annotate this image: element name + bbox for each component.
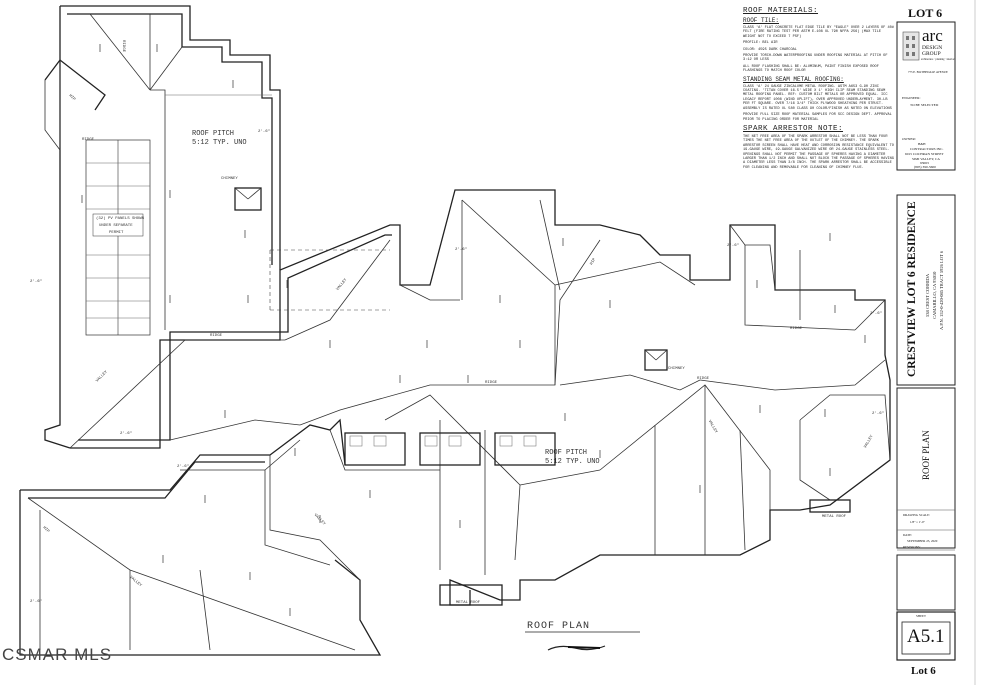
roof-pitch-label-2: ROOF PITCH	[545, 449, 588, 457]
ridge-label: RIDGE	[697, 377, 710, 381]
pv-panel-note-2: UNDER SEPARATE	[99, 224, 133, 228]
roof-profile-text: PROFILE: BEL AIR	[743, 41, 778, 46]
pv-panel-note-1: (32) PV PANELS SHOWN	[96, 217, 145, 221]
owner-line: 93063	[920, 161, 929, 165]
slope-arrows	[81, 44, 866, 616]
chimney-label-2: CHIMNEY	[668, 367, 685, 371]
revisions-label: REVISIONS:	[903, 545, 921, 549]
overhang-dim: 2'-6"	[177, 465, 190, 469]
standing-seam-text: CLASS 'A' 24 GAUGE ZINCALUME METAL ROOFI…	[743, 84, 892, 111]
arc-logo-mark	[902, 31, 920, 61]
firm-name-1: DESIGN	[922, 45, 943, 51]
overhang-dim: 2'-6"	[872, 412, 885, 416]
roof-tile-text: CLASS 'A' FLAT CONCRETE FLAT EDGE TILE B…	[743, 26, 894, 39]
owner-line: (805) 390-5600	[914, 165, 936, 169]
date-value: SEPTEMBER 23, 2020	[907, 539, 938, 543]
overhang-dim: 2'-6"	[30, 600, 43, 604]
drawing-scale-label: DRAWING SCALE:	[903, 513, 930, 517]
project-address-2: CAMARILLO, CA 93010	[932, 271, 937, 319]
ridge-label: RIDGE	[121, 39, 126, 53]
overhang-dim: 2'-6"	[455, 248, 468, 252]
overhang-dim: 2'-6"	[727, 244, 740, 248]
project-name: CRESTVIEW LOT 6 RESIDENCE	[906, 201, 918, 377]
pv-panel-note-3: PERMIT	[109, 231, 124, 235]
mls-watermark: CSMAR MLS	[2, 645, 113, 664]
date-label: DATE:	[903, 533, 913, 537]
owner-label: OWNER:	[902, 137, 916, 141]
lot-label-bottom: Lot 6	[911, 665, 936, 677]
roof-pitch-value: 5:12 TYP. UNO	[192, 139, 247, 147]
spark-arrestor-text: THE NET FREE AREA OF THE SPARK ARRESTOR …	[743, 134, 894, 170]
owner-line: 6015 COCHRAN STREET	[905, 152, 944, 156]
firm-name-2: GROUP	[922, 51, 941, 57]
sheet-title: ROOF PLAN	[921, 430, 931, 480]
engineer-value: TO BE SELECTED	[910, 103, 939, 107]
roof-tile-heading: ROOF TILE:	[743, 17, 780, 24]
roof-pitch-label: ROOF PITCH	[192, 130, 235, 138]
metal-roof-label-2: METAL ROOF	[822, 515, 847, 519]
owner-line: B&H	[918, 142, 926, 146]
project-address-1: 538 CREST CORRIDA	[925, 273, 930, 317]
flashing-text: ALL ROOF FLASHING SHALL BE: ALUMINUM, PA…	[743, 64, 879, 74]
roof-color-text: COLOR: 4595 DARK CHARCOAL	[743, 47, 797, 52]
ridge-label: RIDGE	[790, 327, 803, 331]
ridge-label: RIDGE	[210, 334, 223, 338]
overhang-dim: 2'-6"	[30, 280, 43, 284]
overhang-dim: 2'-6"	[258, 130, 271, 134]
sheet-label: SHEET	[916, 614, 926, 618]
firm-address: 775 E. BLITHEDALE AVENUE	[908, 70, 948, 74]
metal-roof-label: METAL ROOF	[456, 601, 481, 605]
spark-arrestor-heading: SPARK ARRESTOR NOTE:	[743, 124, 844, 133]
lot-label-top: LOT 6	[908, 6, 943, 20]
project-apn: A.P.N. 152-0-420-085 TRACT 5926 LOT 6	[939, 250, 944, 330]
chimney-label: CHIMNEY	[221, 177, 238, 181]
torch-down-text: PROVIDE TORCH-DOWN WATERPROOFING UNDER R…	[743, 54, 888, 63]
roof-plan-drawing-title: ROOF PLAN	[527, 621, 591, 632]
owner-line: CONTRACTORS INC.	[910, 147, 944, 151]
overhang-dim: 2'-6"	[870, 312, 883, 316]
standing-seam-heading: STANDING SEAM METAL ROOFING:	[743, 75, 844, 83]
ridge-label: RIDGE	[82, 138, 95, 142]
overhang-dim: 2'-6"	[120, 432, 133, 436]
roof-materials-heading: ROOF MATERIALS:	[743, 7, 819, 15]
drawing-scale-value: 1/8" = 1'-0"	[910, 520, 925, 524]
owner-line: SIMI VALLEY, CA	[912, 157, 940, 161]
roof-pitch-value-2: 5:12 TYP. UNO	[545, 458, 600, 466]
sheet-number: A5.1	[907, 626, 945, 647]
roof-materials-notes: ROOF MATERIALS: ROOF TILE: CLASS 'A' FLA…	[743, 4, 895, 170]
firm-logo-text: arc	[922, 26, 943, 45]
firm-subtitle: architecture · planning · interiors	[921, 58, 956, 61]
ridge-label: RIDGE	[485, 381, 498, 385]
engineer-label: ENGINEER:	[902, 96, 921, 100]
samples-text: PROVIDE FULL SIZE ROOF MATERIAL SAMPLES …	[743, 113, 892, 122]
